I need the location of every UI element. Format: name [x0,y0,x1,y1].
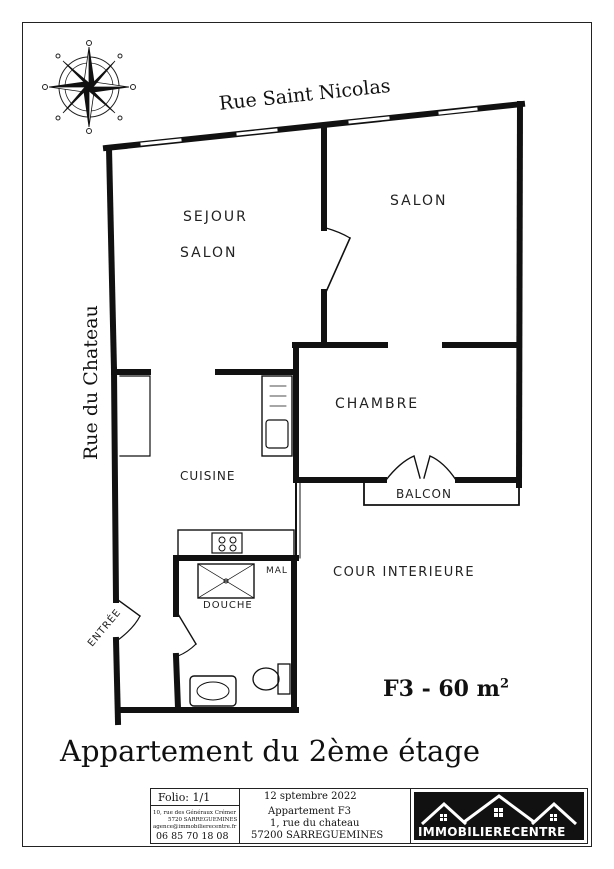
apartment-type-label: F3 - 60 m2 [383,676,509,702]
agency-address-line-2: 5720 SARREGUEMINES [168,817,238,823]
agency-logo: IMMOBILIERECENTRE [414,792,584,840]
room-label-chambre: CHAMBRE [335,396,420,412]
property-title: Appartement F3 [268,806,352,817]
room-label-douche: DOUCHE [203,600,253,611]
title-block [150,788,588,844]
room-label-sejour-salon: SALON [180,245,238,261]
title-block-agency-cell [150,788,240,844]
title-block-logo-cell [410,788,588,844]
room-label-mal: MAL [266,566,288,576]
property-street: 1, rue du chateau [270,818,360,829]
room-label-cuisine: CUISINE [180,469,236,483]
agency-email: agence@immobilierecentre.fr [153,824,237,830]
agency-phone: 06 85 70 18 08 [156,831,229,842]
folio-label: Folio: 1/1 [158,791,211,804]
room-label-salon: SALON [390,193,448,209]
room-label-sejour: SEJOUR [183,209,248,225]
house-roofs-logo-icon [420,794,578,826]
agency-logo-text: IMMOBILIERECENTRE [418,825,566,839]
street-label-west: Rue du Chateau [80,305,102,460]
apartment-type-text: F3 - 60 m [383,676,500,702]
property-city: 57200 SARREGUEMINES [251,830,384,841]
room-label-cour: COUR INTERIEURE [333,565,476,580]
plan-date: 12 sptembre 2022 [264,791,357,802]
compass-rose-icon [42,40,136,134]
plan-sheet [22,22,592,847]
title-block-divider [150,805,240,806]
page-title: Appartement du 2ème étage [60,734,481,768]
agency-address-line-1: 10, rue des Généraux Crémer [153,810,236,816]
apartment-type-superscript: 2 [499,676,509,692]
room-label-balcon: BALCON [396,487,452,501]
